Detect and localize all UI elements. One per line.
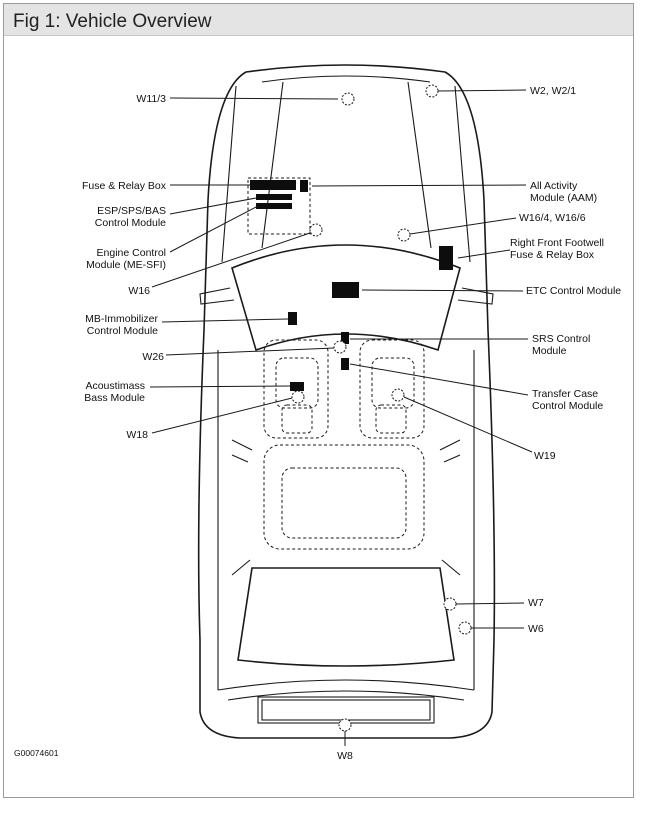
point-w2 — [425, 84, 439, 98]
aam-module — [300, 180, 308, 192]
acoustimass-module — [290, 382, 304, 391]
point-w16-4 — [397, 228, 411, 242]
fuse-relay-box-module — [250, 180, 296, 190]
label-w11-3: W11/3 — [136, 93, 166, 105]
label-w2: W2, W2/1 — [530, 85, 576, 97]
leader-lines — [149, 89, 533, 746]
label-ecm-1: Engine Control — [97, 247, 166, 259]
label-fuse-relay-box: Fuse & Relay Box — [82, 180, 167, 192]
label-srs-1: SRS Control — [532, 333, 590, 345]
label-w16: W16 — [128, 285, 150, 297]
point-w16 — [309, 223, 323, 237]
esp-module — [256, 194, 292, 200]
point-w11-3 — [341, 92, 355, 106]
label-esp-2: Control Module — [95, 217, 166, 229]
label-w19: W19 — [534, 450, 556, 462]
label-w16-4: W16/4, W16/6 — [519, 212, 586, 224]
label-tc-2: Control Module — [532, 400, 603, 412]
label-acoustimass-2: Bass Module — [84, 392, 145, 404]
title-bar: Fig 1: Vehicle Overview — [4, 4, 633, 36]
label-w8: W8 — [337, 750, 353, 762]
label-w18: W18 — [126, 429, 148, 441]
label-rffw-1: Right Front Footwell — [510, 237, 604, 249]
label-w26: W26 — [142, 351, 164, 363]
ecm-module — [256, 203, 292, 209]
transfer-case-module — [341, 358, 349, 370]
ground-points — [291, 84, 472, 732]
point-w18 — [291, 390, 305, 404]
label-w6: W6 — [528, 623, 544, 635]
modules — [250, 180, 453, 391]
label-mbi-1: MB-Immobilizer — [85, 313, 158, 325]
label-aam-1: All Activity — [530, 180, 578, 192]
immobilizer-module — [288, 312, 297, 325]
label-etc: ETC Control Module — [526, 285, 621, 297]
right-footwell-box-module — [439, 246, 453, 270]
label-rffw-2: Fuse & Relay Box — [510, 249, 595, 261]
point-w26 — [333, 340, 347, 354]
figure-title: Fig 1: Vehicle Overview — [13, 11, 212, 32]
srs-module — [341, 332, 349, 344]
interior-seats — [247, 177, 425, 550]
label-mbi-2: Control Module — [87, 325, 158, 337]
labels: W11/3 W2, W2/1 Fuse & Relay Box All Acti… — [14, 85, 621, 762]
etc-module — [332, 282, 359, 298]
label-ecm-2: Module (ME-SFI) — [86, 259, 166, 271]
label-srs-2: Module — [532, 345, 567, 357]
label-esp-1: ESP/SPS/BAS — [97, 205, 166, 217]
label-acoustimass-1: Acoustimass — [85, 380, 145, 392]
point-w19 — [391, 388, 405, 402]
point-w7 — [443, 597, 457, 611]
label-tc-1: Transfer Case — [532, 388, 598, 400]
figure-code: G00074601 — [14, 748, 59, 758]
label-aam-2: Module (AAM) — [530, 192, 597, 204]
vehicle-outline — [197, 64, 496, 739]
label-w7: W7 — [528, 597, 544, 609]
point-w6 — [458, 621, 472, 635]
point-w8 — [338, 718, 352, 732]
